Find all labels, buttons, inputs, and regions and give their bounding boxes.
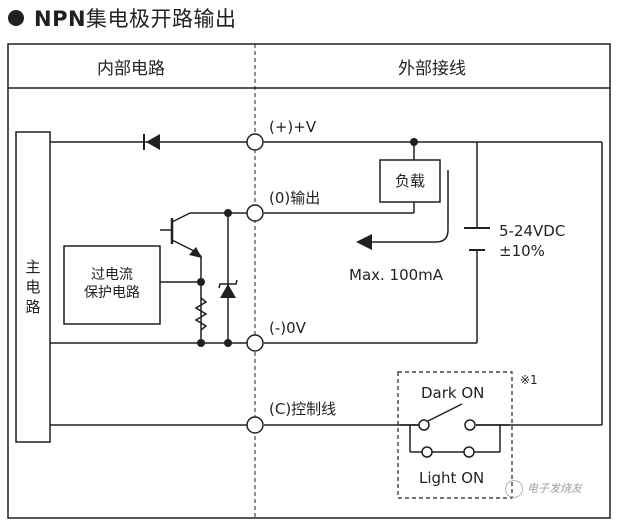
note-mark: ※1: [520, 373, 538, 387]
resistor: [194, 297, 208, 331]
main-circuit-label-2: 电: [25, 278, 40, 296]
light-on-label: Light ON: [419, 469, 484, 487]
current-arrow: [370, 170, 449, 243]
diode-icon: [143, 134, 160, 150]
switch-dark-blade: [425, 403, 463, 423]
terminal-output-label: (0)输出: [269, 189, 320, 207]
main-circuit-box: [15, 131, 51, 443]
terminal-control: [246, 416, 264, 434]
supply-tolerance-label: ±10%: [499, 242, 545, 260]
main-circuit-label-3: 路: [25, 298, 40, 316]
transistor-collector: [171, 212, 191, 223]
load-box: [379, 159, 441, 203]
terminal-zero-v-label: (-)0V: [269, 319, 307, 337]
supply-voltage-label: 5-24VDC: [499, 222, 565, 240]
switch-contacts: [418, 419, 476, 458]
protection-circuit-box: [63, 245, 161, 325]
emitter-arrow-icon: [189, 247, 202, 258]
terminal-zero-v: [246, 334, 264, 352]
load-label: 负载: [395, 172, 425, 190]
table-frame: [7, 43, 611, 519]
watermark-text: 电子发烧友: [527, 482, 582, 495]
terminal-output: [246, 204, 264, 222]
left-header: 内部电路: [97, 59, 165, 79]
diagram-title: NPN集电极开路输出: [8, 4, 237, 32]
zener-diode-icon: [218, 279, 238, 298]
title-rest: 集电极开路输出: [86, 7, 237, 31]
current-label: Max. 100mA: [349, 266, 444, 284]
right-header: 外部接线: [398, 59, 466, 79]
watermark: 电子发烧友: [505, 480, 582, 498]
terminal-plus-v-label: (+)+V: [269, 118, 317, 136]
dark-on-label: Dark ON: [421, 384, 484, 402]
terminal-plus-v: [246, 133, 264, 151]
junction-dots: [197, 138, 418, 347]
watermark-logo-icon: [505, 480, 523, 498]
title-bold: NPN: [34, 7, 87, 31]
main-circuit-label-1: 主: [25, 258, 40, 276]
bullet-icon: [8, 10, 24, 26]
protection-label-1: 过电流: [91, 267, 133, 283]
switch-box: [397, 371, 513, 499]
current-arrow-head: [356, 234, 372, 250]
protection-label-2: 保护电路: [84, 285, 140, 301]
transistor-emitter: [171, 239, 197, 253]
terminal-control-label: (C)控制线: [269, 400, 336, 418]
